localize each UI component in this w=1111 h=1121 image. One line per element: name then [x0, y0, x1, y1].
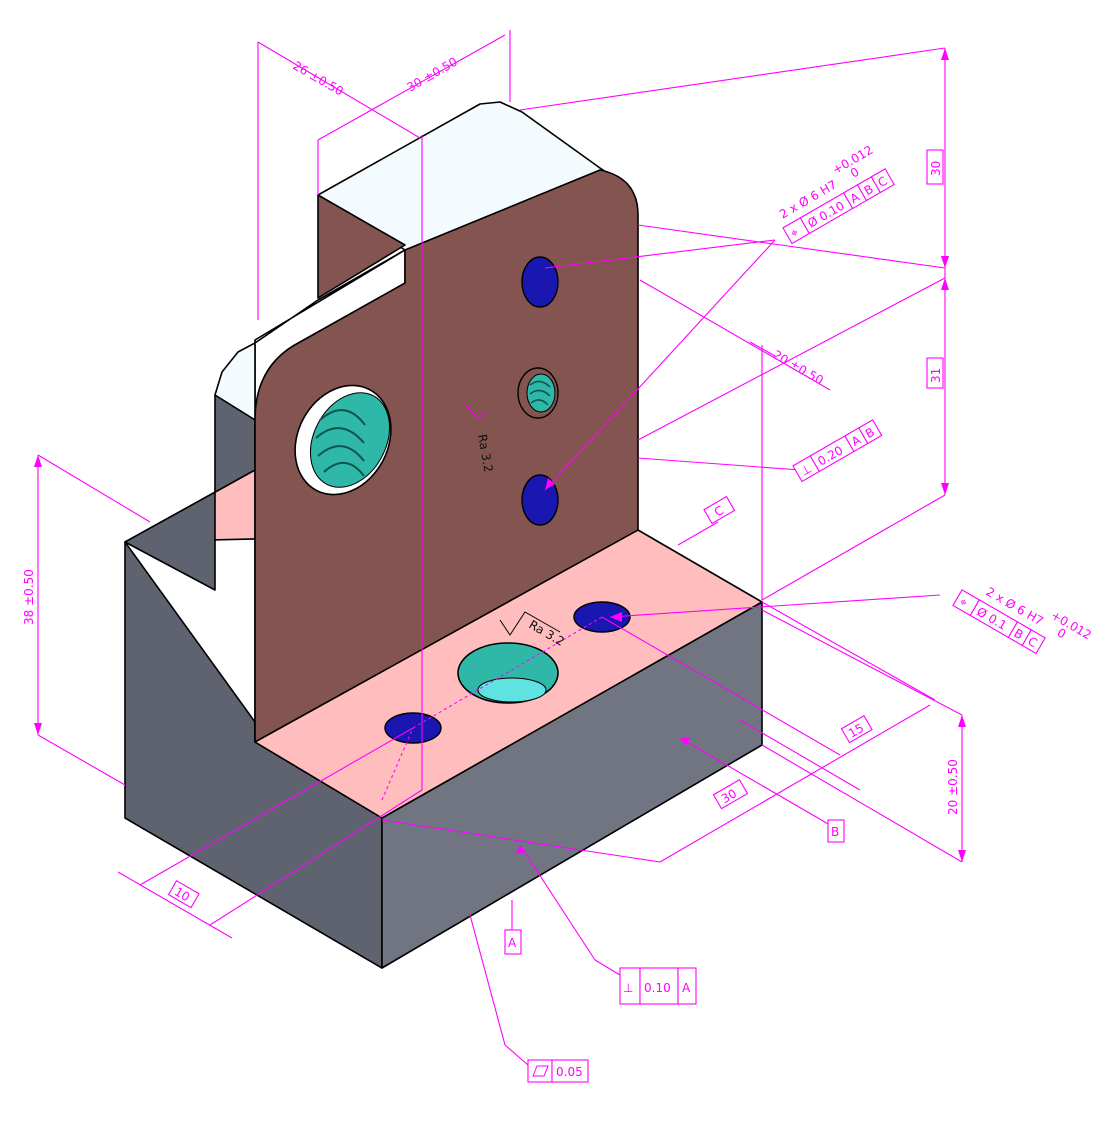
dim-20-height: 20 ±0.50 [946, 759, 960, 815]
svg-text:31: 31 [929, 368, 943, 383]
fcf-base-holes: 2 x Ø 6 H7 +0.012 0 ⌖ Ø 0.1 B C [952, 584, 1094, 655]
dim-38: 38 ±0.50 [22, 569, 36, 625]
threaded-hole-large [294, 384, 392, 496]
dimension-lines [37, 30, 963, 1066]
flatness-icon [532, 1065, 549, 1077]
svg-text:0: 0 [1055, 625, 1069, 641]
upright-top-face-left [214, 249, 406, 421]
arrowheads [34, 48, 966, 862]
surface-finish-upright: Ra 3.2 [464, 404, 495, 473]
fcf-perpendicularity-upright: ⊥ 0.20 A B [792, 419, 883, 483]
basic-dim-30-base: 30 [712, 778, 749, 810]
basic-dim-31: 31 [926, 357, 944, 389]
dim-30-width: 30 ±0.50 [405, 55, 460, 95]
upright-hole-top [521, 256, 559, 308]
svg-text:0: 0 [848, 165, 862, 181]
svg-text:30: 30 [719, 786, 739, 806]
dim-26: 26 ±0.50 [291, 58, 346, 98]
fcf-upright-holes: 2 x Ø 6 H7 +0.012 0 ⌖ Ø 0.10 A B C [777, 143, 895, 245]
svg-text:A: A [508, 936, 517, 950]
svg-text:0.05: 0.05 [556, 1065, 583, 1079]
dim-20-depth: 20 ±0.50 [771, 347, 826, 387]
upright-front-face [254, 169, 639, 743]
datum-c: C [703, 495, 736, 525]
part-body [124, 101, 763, 969]
perpendicular-icon: ⊥ [623, 981, 633, 995]
svg-text:15: 15 [846, 721, 866, 741]
basic-dim-30-top: 30 [926, 149, 944, 185]
datum-b: B [827, 819, 845, 843]
svg-text:10: 10 [172, 884, 192, 904]
svg-text:Ra 3.2: Ra 3.2 [475, 433, 495, 473]
upright-slot-face [317, 194, 406, 299]
svg-text:30: 30 [929, 161, 943, 176]
fcf-perpendicularity-base: ⊥ 0.10 A [619, 967, 697, 1005]
datum-a: A [504, 929, 522, 955]
basic-dim-10: 10 [167, 879, 200, 909]
svg-text:B: B [831, 825, 839, 839]
svg-text:A: A [682, 981, 691, 995]
fcf-flatness: 0.05 [527, 1059, 589, 1083]
svg-text:0.10: 0.10 [644, 981, 671, 995]
base-counterbore [457, 642, 559, 704]
threaded-hole-small [517, 367, 559, 419]
basic-dim-15: 15 [840, 714, 873, 744]
